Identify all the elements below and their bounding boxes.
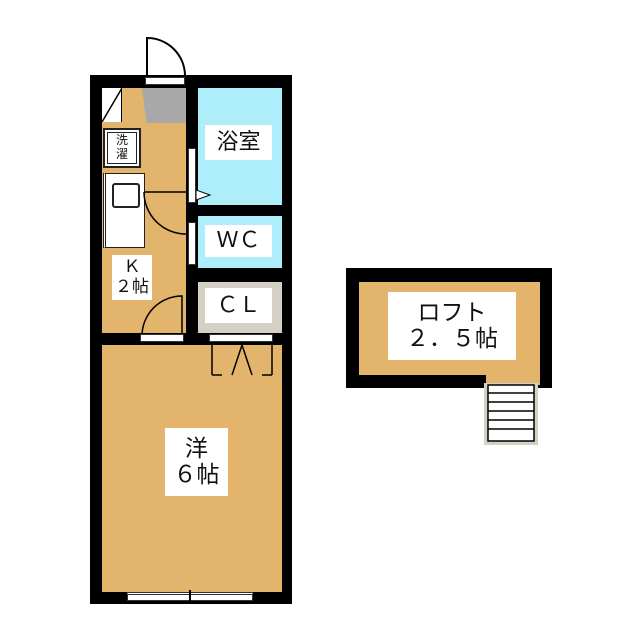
shoe-box xyxy=(102,88,122,122)
laundry-space: 洗 濯 xyxy=(103,128,141,168)
kitchen-size: ２帖 xyxy=(115,276,149,297)
loft-ladder-stairs xyxy=(484,383,538,445)
bath-door-arrow xyxy=(196,189,212,201)
kitchen-name: Ｋ xyxy=(123,256,141,277)
laundry-label-2: 濯 xyxy=(115,147,128,161)
closet-door xyxy=(209,334,273,342)
room-door-swing xyxy=(141,295,183,337)
wc-label: ＷＣ xyxy=(205,225,272,257)
loft-label: ロフト ２．５帖 xyxy=(388,292,516,360)
kitchen-door-swing xyxy=(143,191,187,235)
bath-door xyxy=(188,148,196,203)
kitchen-counter xyxy=(103,173,145,248)
entrance-door xyxy=(145,77,185,85)
western-room-size: ６帖 xyxy=(173,462,220,488)
laundry-label-1: 洗 xyxy=(115,133,128,148)
entrance-door-swing xyxy=(146,36,186,79)
western-room-label: 洋 ６帖 xyxy=(165,428,228,496)
wc-door xyxy=(188,222,196,265)
window-divider xyxy=(189,590,191,602)
bathroom-label: 浴室 xyxy=(205,125,272,160)
loft-name: ロフト xyxy=(417,299,487,326)
western-room-name: 洋 xyxy=(185,435,208,462)
closet-label: ＣＬ xyxy=(205,288,272,323)
kitchen-label: Ｋ ２帖 xyxy=(112,255,152,300)
loft-stair-opening xyxy=(486,370,540,385)
closet-folding-doors xyxy=(211,345,273,376)
room-door xyxy=(140,334,184,342)
sink-icon xyxy=(112,183,140,208)
loft-size: ２．５帖 xyxy=(406,326,498,352)
entrance-genkan xyxy=(142,88,186,123)
laundry-label: 洗 濯 xyxy=(109,133,135,162)
